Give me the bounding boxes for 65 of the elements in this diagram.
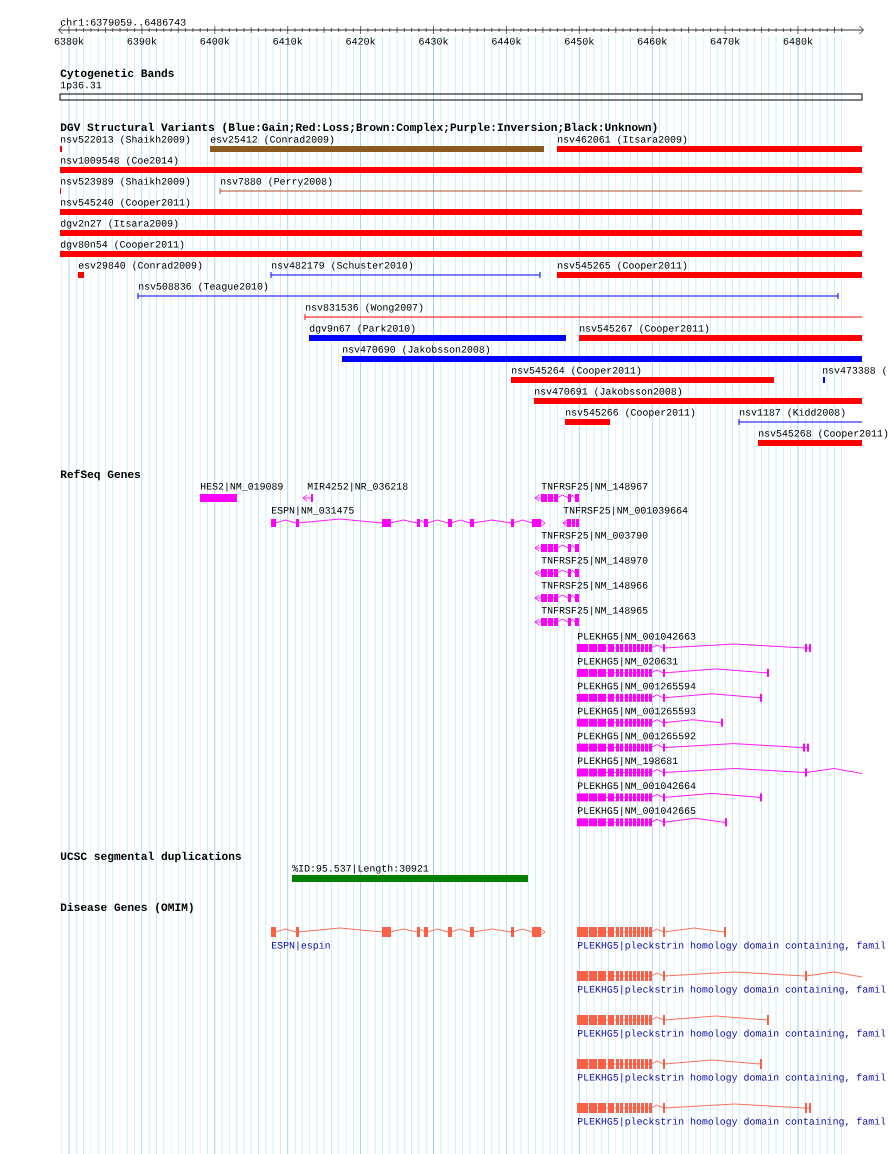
feature-label: esv25412 (Conrad2009) — [210, 135, 334, 145]
feature-label: %ID:95.537|Length:30921 — [292, 864, 429, 874]
feature-label: nsv523989 (Shaikh2009) — [61, 177, 190, 187]
feature-label: nsv508836 (Teague2010) — [139, 282, 268, 292]
tick-label: 6420k — [346, 37, 376, 45]
track-heading: Cytogenetic Bands — [60, 68, 174, 80]
feature-label: PLEKHG5|pleckstrin homology domain containing, famil — [578, 941, 886, 951]
feature-label: PLEKHG5|NM_198681 — [578, 756, 678, 767]
track-heading: RefSeq Genes — [60, 469, 141, 481]
tick-label: 6400k — [200, 37, 230, 45]
feature-label: PLEKHG5|pleckstrin homology domain containing, famil — [578, 1073, 886, 1083]
tick-label: 6390k — [127, 37, 157, 45]
feature-label: nsv831536 (Wong2007) — [306, 303, 423, 313]
feature-label: nsv482179 (Schuster2010) — [272, 261, 413, 271]
track-heading: Disease Genes (OMIM) — [60, 902, 193, 914]
tick-label: 6450k — [565, 37, 594, 45]
feature-label: dgv80n54 (Cooper2011) — [60, 240, 184, 250]
feature-label: PLEKHG5|NM_001265594 — [578, 682, 696, 692]
track-heading: DGV Structural Variants (Blue:Gain;Red:Loss;Brown:Complex;Purple:Inversion;Black:Unknown) — [60, 122, 657, 134]
feature-label: nsv1187 (Kidd2008) — [740, 408, 845, 418]
feature-label: MIR4252|NR_036218 — [307, 482, 408, 492]
feature-label: PLEKHG5|pleckstrin homology domain containing, famil — [578, 985, 886, 995]
feature-label: PLEKHG5|NM_001265593 — [578, 707, 696, 717]
feature-label: nsv545268 (Cooper2011) — [759, 429, 888, 439]
feature-label: 1p36.31 — [60, 81, 102, 91]
feature-label: TNFRSF25|NM_148965 — [541, 606, 648, 616]
feature-label: TNFRSF25|NM_001039664 — [563, 506, 688, 516]
feature-label: nsv470691 (Jakobsson2008) — [535, 387, 682, 397]
feature-label: PLEKHG5|NM_001042663 — [578, 632, 696, 642]
feature-label: HES2|NM_019089 — [201, 482, 283, 492]
feature-label: nsv7880 (Perry2008) — [221, 177, 332, 187]
feature-label: esv29840 (Conrad2009) — [78, 261, 202, 271]
feature-label: nsv522013 (Shaikh2009) — [61, 135, 190, 145]
feature-label: nsv545264 (Cooper2011) — [512, 366, 641, 376]
feature-label: dgv2n27 (Itsara2009) — [60, 219, 178, 229]
feature-label: PLEKHG5|NM_020631 — [578, 657, 678, 667]
feature-label: nsv462061 (Itsara2009) — [558, 135, 687, 145]
feature-label: PLEKHG5|NM_001042664 — [578, 781, 696, 791]
tick-label: 6380k — [54, 37, 84, 45]
tick-label: 6410k — [273, 37, 303, 45]
track-heading: UCSC segmental duplications — [60, 851, 241, 863]
feature-label: ESPN|NM_031475 — [272, 506, 354, 516]
feature-label: nsv545265 (Cooper2011) — [558, 261, 687, 271]
feature-label: nsv545240 (Cooper2011) — [61, 198, 190, 208]
feature-label: nsv545266 (Cooper2011) — [566, 408, 695, 418]
feature-label: PLEKHG5|pleckstrin homology domain containing, famil — [578, 1117, 886, 1127]
position-title: chr1:6379059..6486743 — [60, 18, 186, 26]
tick-label: 6470k — [710, 37, 740, 45]
feature-label: TNFRSF25|NM_148966 — [541, 581, 648, 591]
feature-label: nsv1009548 (Coe2014) — [61, 156, 178, 166]
tick-label: 6480k — [783, 37, 813, 45]
feature-label: TNFRSF25|NM_003790 — [541, 531, 648, 541]
feature-label: PLEKHG5|NM_001042665 — [578, 806, 696, 816]
feature-label: nsv470690 (Jakobsson2008) — [343, 345, 490, 355]
feature-label: TNFRSF25|NM_148967 — [541, 482, 648, 492]
feature-label: dgv9n67 (Park2010) — [309, 324, 415, 334]
feature-label: PLEKHG5|pleckstrin homology domain containing, famil — [578, 1029, 886, 1039]
tick-label: 6460k — [637, 37, 667, 45]
feature-label: nsv473388 ( — [823, 366, 886, 376]
feature-label: ESPN|espin — [272, 941, 330, 951]
tick-label: 6430k — [419, 37, 448, 45]
tick-label: 6440k — [492, 37, 521, 45]
feature-label: TNFRSF25|NM_148970 — [541, 556, 648, 566]
feature-label: nsv545267 (Cooper2011) — [580, 324, 709, 334]
feature-label: PLEKHG5|NM_001265592 — [578, 732, 696, 742]
